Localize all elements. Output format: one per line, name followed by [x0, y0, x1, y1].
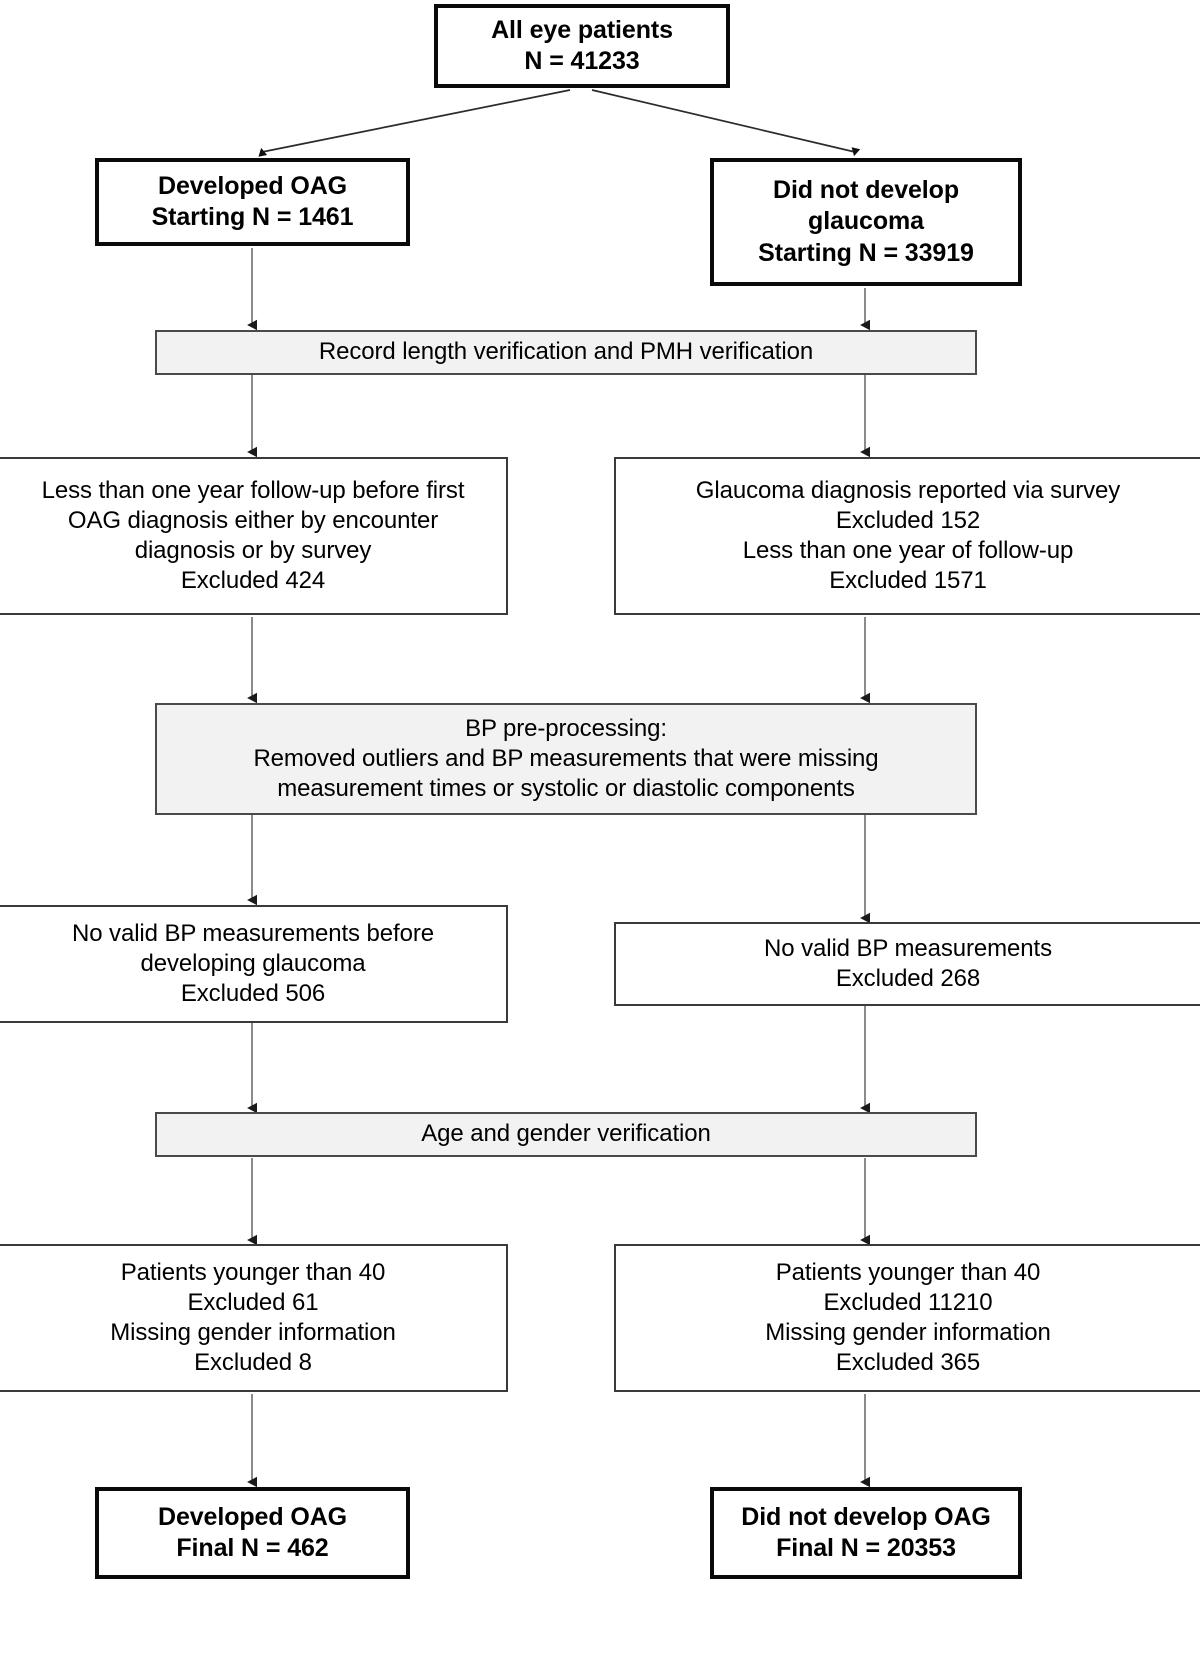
- node-line: BP pre-processing:: [465, 714, 667, 742]
- node-line: Developed OAG: [157, 1502, 348, 1531]
- node-left-final-developed-oag[interactable]: Developed OAG Final N = 462: [95, 1487, 410, 1579]
- node-line: Glaucoma diagnosis reported via survey: [695, 476, 1121, 504]
- node-line: No valid BP measurements before: [72, 919, 434, 947]
- node-line: No valid BP measurements: [764, 934, 1052, 962]
- node-line: Developed OAG: [157, 171, 348, 200]
- node-line: measurement times or systolic or diastol…: [277, 775, 855, 803]
- connector-root-to-right: [591, 89, 861, 157]
- node-line: Missing gender information: [110, 1319, 396, 1346]
- node-line: Did not develop: [772, 175, 959, 204]
- node-line: Excluded 1571: [829, 567, 987, 595]
- node-line: Excluded 268: [835, 965, 981, 992]
- node-all-eye-patients[interactable]: All eye patients N = 41233: [434, 4, 730, 88]
- node-line: Starting N = 1461: [151, 203, 354, 231]
- node-line: Patients younger than 40: [120, 1258, 386, 1286]
- node-line: Less than one year of follow-up: [742, 537, 1074, 564]
- node-developed-oag-start[interactable]: Developed OAG Starting N = 1461: [95, 158, 410, 246]
- node-right-exclusion-survey[interactable]: Glaucoma diagnosis reported via survey E…: [614, 457, 1200, 615]
- node-band-record-length-verification[interactable]: Record length verification and PMH verif…: [155, 330, 977, 375]
- node-line: Age and gender verification: [421, 1120, 711, 1148]
- node-line: Removed outliers and BP measurements tha…: [253, 744, 879, 772]
- node-left-exclusion-age-gender[interactable]: Patients younger than 40 Excluded 61 Mis…: [0, 1244, 508, 1392]
- node-right-exclusion-age-gender[interactable]: Patients younger than 40 Excluded 11210 …: [614, 1244, 1200, 1392]
- node-line: Record length verification and PMH verif…: [318, 338, 814, 366]
- node-line: glaucoma: [808, 207, 924, 236]
- node-line: Excluded 152: [835, 506, 981, 534]
- node-line: Excluded 506: [180, 980, 326, 1008]
- node-line: Final N = 20353: [776, 1534, 956, 1562]
- node-did-not-develop-glaucoma-start[interactable]: Did not develop glaucoma Starting N = 33…: [710, 158, 1022, 286]
- node-line: Did not develop OAG: [741, 1502, 991, 1531]
- node-left-exclusion-no-valid-bp[interactable]: No valid BP measurements before developi…: [0, 905, 508, 1023]
- node-line: Missing gender information: [765, 1319, 1051, 1346]
- node-line: Excluded 365: [835, 1349, 981, 1377]
- node-line: Less than one year follow-up before firs…: [41, 476, 465, 504]
- node-line: Excluded 11210: [823, 1288, 993, 1316]
- connector-root-to-left: [258, 89, 571, 157]
- node-right-exclusion-no-valid-bp[interactable]: No valid BP measurements Excluded 268: [614, 922, 1200, 1006]
- node-band-bp-preprocessing[interactable]: BP pre-processing: Removed outliers and …: [155, 703, 977, 815]
- node-line: Starting N = 33919: [758, 238, 974, 267]
- node-band-age-gender-verification[interactable]: Age and gender verification: [155, 1112, 977, 1157]
- node-line: Excluded 8: [194, 1349, 312, 1377]
- node-right-final-did-not-develop-oag[interactable]: Did not develop OAG Final N = 20353: [710, 1487, 1022, 1579]
- node-line: Excluded 424: [180, 567, 326, 595]
- node-line: developing glaucoma: [140, 949, 366, 977]
- node-line: diagnosis or by survey: [134, 537, 372, 564]
- node-line: Patients younger than 40: [775, 1258, 1041, 1286]
- node-line: OAG diagnosis either by encounter: [67, 506, 439, 534]
- node-line: All eye patients: [491, 15, 673, 44]
- node-line: Final N = 462: [176, 1534, 329, 1562]
- node-line: Excluded 61: [187, 1288, 319, 1316]
- node-left-exclusion-followup[interactable]: Less than one year follow-up before firs…: [0, 457, 508, 615]
- node-line: N = 41233: [524, 47, 640, 75]
